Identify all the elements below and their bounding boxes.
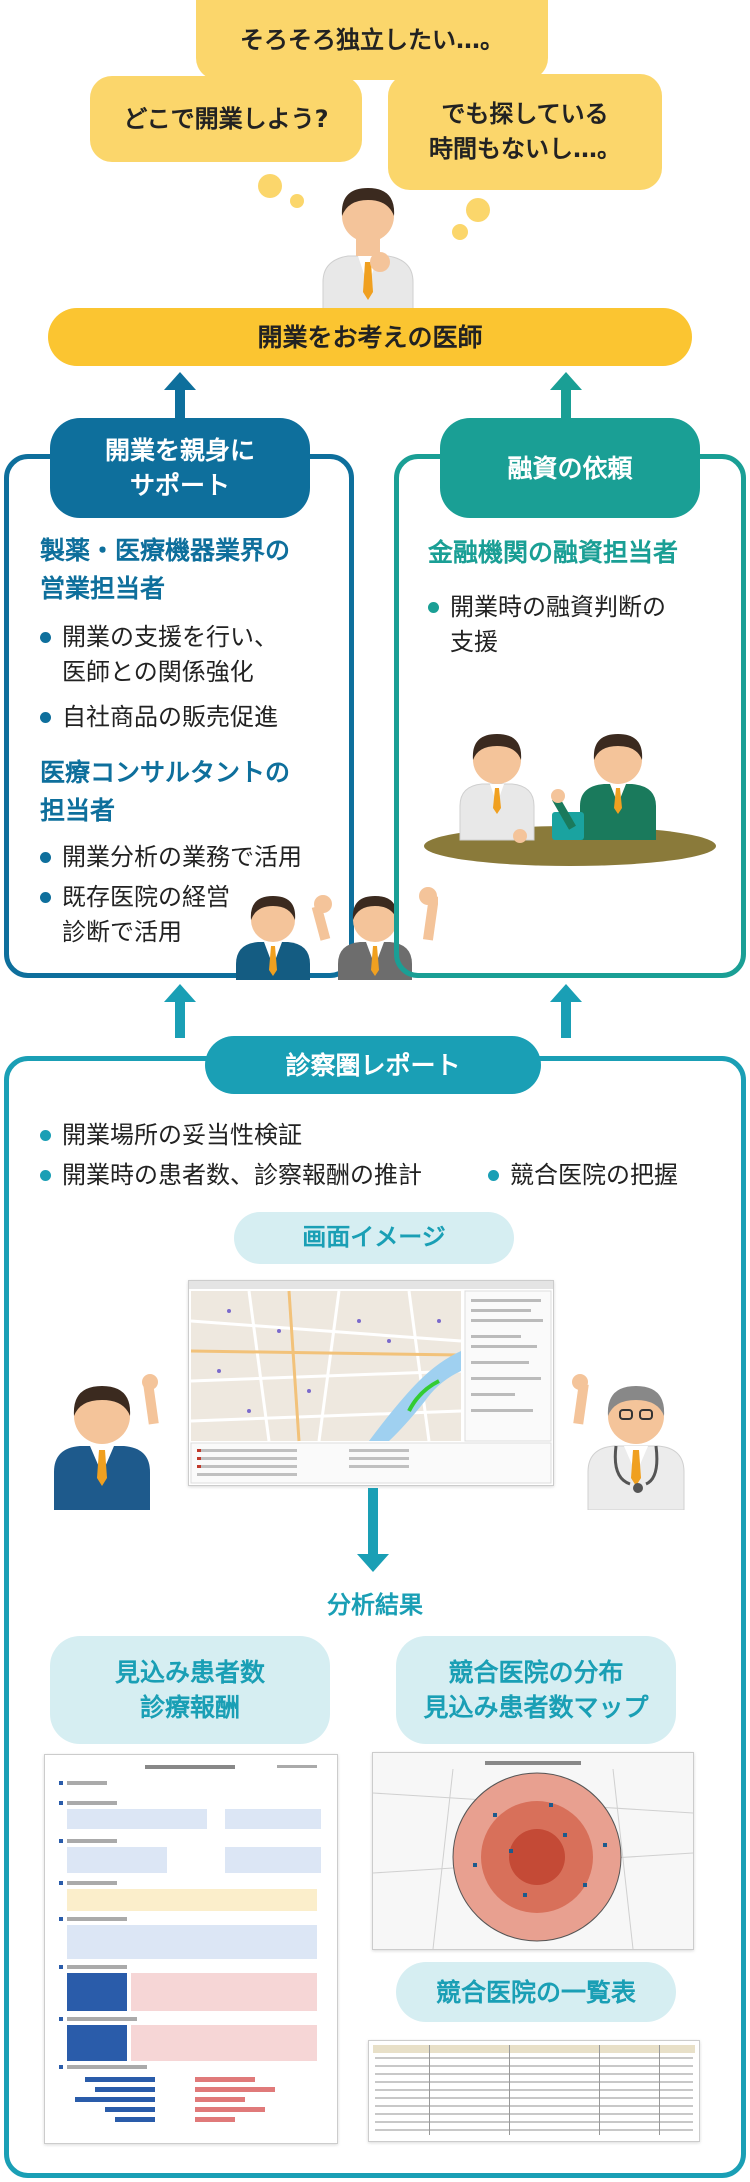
patients-revenue-card: 見込み患者数 診療報酬 (50, 1636, 330, 1744)
consultant-bullet: 開業分析の業務で活用 (40, 840, 302, 875)
presenter-illustration (54, 1374, 159, 1510)
report-bullet: 開業時の患者数、診察報酬の推計 (40, 1158, 422, 1193)
report-bullet: 開業場所の妥当性検証 (40, 1118, 302, 1153)
arrow-up-icon (550, 372, 582, 418)
arrow-down-icon (357, 1488, 389, 1572)
thought-dot (290, 194, 304, 208)
loan-badge: 融資の依頼 (440, 418, 700, 518)
staff-illustration (236, 887, 438, 980)
thought-bubble-left: どこで開業しよう? (90, 76, 362, 162)
competitor-list-card: 競合医院の一覧表 (396, 1962, 676, 2022)
report-bullet: 競合医院の把握 (488, 1158, 678, 1193)
arrow-up-icon (164, 984, 196, 1038)
thought-bubble-top: そろそろ独立したい…。 (196, 0, 548, 80)
consultant-bullet: 既存医院の経営 診断で活用 (40, 880, 230, 950)
competitor-map-thumbnail (372, 1752, 694, 1950)
report-document-thumbnail (44, 1754, 338, 2144)
pharma-bullet: 開業の支援を行い、 医師との関係強化 (40, 620, 278, 690)
arrow-up-icon (164, 372, 196, 418)
bank-bullet: 開業時の融資判断の 支援 (428, 590, 666, 660)
map-screen-image (188, 1280, 554, 1486)
competitor-map-card: 競合医院の分布 見込み患者数マップ (396, 1636, 676, 1744)
meeting-illustration (424, 734, 716, 866)
support-badge: 開業を親身に サポート (50, 418, 310, 518)
thought-dot (466, 198, 490, 222)
competitor-list-thumbnail (368, 2040, 700, 2142)
arrow-up-icon (550, 984, 582, 1038)
thought-bubble-right: でも探している 時間もないし…。 (388, 74, 662, 190)
pharma-bullet: 自社商品の販売促進 (40, 700, 278, 735)
thinking-doctor-illustration (322, 188, 414, 310)
analysis-result-label: 分析結果 (327, 1591, 423, 1620)
thought-dot (258, 174, 282, 198)
report-title: 診察圏レポート (205, 1036, 541, 1094)
screen-image-label: 画面イメージ (234, 1212, 514, 1264)
doctor-illustration (572, 1374, 685, 1510)
consultant-heading: 医療コンサルタントの 担当者 (40, 758, 291, 825)
pharma-heading: 製薬・医療機器業界の 営業担当者 (40, 536, 291, 603)
thought-dot (452, 224, 468, 240)
bank-heading: 金融機関の融資担当者 (428, 538, 679, 567)
doctor-banner: 開業をお考えの医師 (48, 308, 692, 366)
